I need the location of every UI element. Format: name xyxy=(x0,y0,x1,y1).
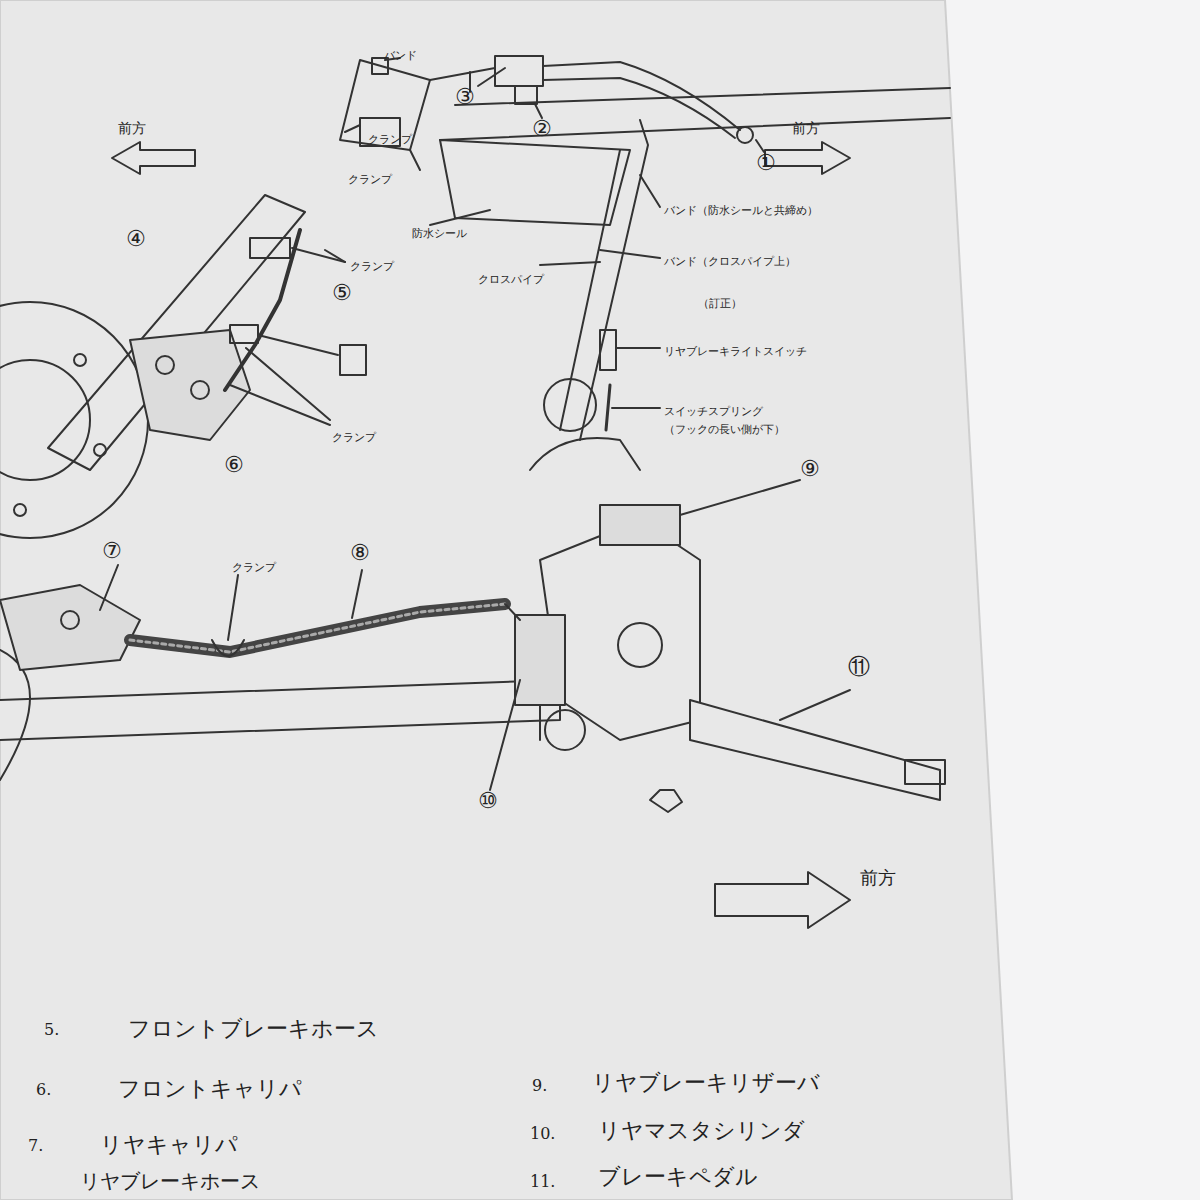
label-holder: リヤキャリパ xyxy=(100,1132,238,1157)
label-holder: クロスパイプ xyxy=(478,268,544,287)
label-holder: 前方 xyxy=(118,118,146,137)
callout-number: ④ xyxy=(126,226,146,251)
part-name: リヤキャリパ xyxy=(100,1132,238,1157)
callout-number: ⑪ xyxy=(848,654,870,679)
label-holder: リヤブレーキホース xyxy=(80,1170,260,1193)
part-name: ブレーキペダル xyxy=(598,1164,758,1189)
part-label: クランプ xyxy=(368,133,412,146)
label-holder: ⑤ xyxy=(332,280,352,305)
part-name: フロントブレーキホース xyxy=(128,1016,379,1041)
label-holder: リヤブレーキリザーバ xyxy=(592,1070,820,1095)
label-holder: バンド（防水シールと共締め） xyxy=(664,199,818,218)
callout-number: ⑦ xyxy=(102,538,122,563)
label-holder: 9. xyxy=(532,1076,547,1095)
part-label: 防水シール xyxy=(412,227,467,240)
list-number: 9. xyxy=(532,1076,547,1095)
label-holder: （フックの長い側が下） xyxy=(664,418,785,437)
label-holder: フロントキャリパ xyxy=(118,1076,302,1101)
label-holder: スイッチスプリング xyxy=(664,400,763,419)
part-label: スイッチスプリング xyxy=(664,405,763,418)
callout-number: ⑥ xyxy=(224,452,244,477)
label-holder: リヤブレーキライトスイッチ xyxy=(664,340,807,359)
callout-number: ⑩ xyxy=(478,788,498,813)
label-holder: ⑩ xyxy=(478,788,498,813)
label-holder: ⑨ xyxy=(800,456,820,481)
label-holder: 前方 xyxy=(792,118,820,137)
callout-number: ① xyxy=(756,150,776,175)
label-holder: ⑧ xyxy=(350,540,370,565)
list-number: 6. xyxy=(36,1080,51,1099)
part-name: リヤブレーキホース xyxy=(80,1169,260,1193)
label-holder: ④ xyxy=(126,226,146,251)
list-number: 10. xyxy=(530,1124,555,1143)
label-holder: 防水シール xyxy=(412,222,467,241)
label-holder: 7. xyxy=(28,1136,43,1155)
part-label: クランプ xyxy=(350,260,394,273)
part-name: リヤマスタシリンダ xyxy=(598,1118,805,1143)
label-holder: リヤマスタシリンダ xyxy=(598,1118,805,1143)
note-label: （フックの長い側が下） xyxy=(664,423,785,436)
label-holder: ⑥ xyxy=(224,452,244,477)
part-label: バンド（防水シールと共締め） xyxy=(664,204,818,217)
part-label: クロスパイプ xyxy=(478,273,544,286)
callout-number: ② xyxy=(532,116,552,141)
label-holder: クランプ xyxy=(232,556,276,575)
direction-label: 前方 xyxy=(860,867,896,888)
callout-number: ⑧ xyxy=(350,540,370,565)
label-holder: バンド xyxy=(384,44,417,63)
label-holder: クランプ xyxy=(348,168,392,187)
part-label: バンド xyxy=(384,49,417,62)
label-holder: ブレーキペダル xyxy=(598,1164,758,1189)
part-label: バンド（クロスパイプ上） xyxy=(664,255,796,268)
list-number: 11. xyxy=(530,1172,555,1191)
label-holder: 11. xyxy=(530,1172,555,1191)
label-holder: 10. xyxy=(530,1124,555,1143)
label-holder: 6. xyxy=(36,1080,51,1099)
callout-number: ⑤ xyxy=(332,280,352,305)
label-holder: ⑦ xyxy=(102,538,122,563)
part-label: クランプ xyxy=(348,173,392,186)
label-holder: クランプ xyxy=(332,426,376,445)
note-label: （訂正） xyxy=(698,297,742,310)
part-label: クランプ xyxy=(232,561,276,574)
label-holder: クランプ xyxy=(368,128,412,147)
list-number: 5. xyxy=(44,1020,59,1039)
label-holder: 前方 xyxy=(860,868,896,889)
direction-label: 前方 xyxy=(792,120,820,136)
label-holder: ⑪ xyxy=(848,654,870,679)
label-holder: ③ xyxy=(455,84,475,109)
direction-label: 前方 xyxy=(118,120,146,136)
label-holder: ② xyxy=(532,116,552,141)
label-holder: クランプ xyxy=(350,255,394,274)
label-holder: フロントブレーキホース xyxy=(128,1016,379,1041)
label-holder: バンド（クロスパイプ上） xyxy=(664,250,796,269)
label-holder: 5. xyxy=(44,1020,59,1039)
part-label: リヤブレーキライトスイッチ xyxy=(664,345,807,358)
part-label: クランプ xyxy=(332,431,376,444)
part-name: フロントキャリパ xyxy=(118,1076,302,1101)
callout-number: ③ xyxy=(455,84,475,109)
list-number: 7. xyxy=(28,1136,43,1155)
callout-number: ⑨ xyxy=(800,456,820,481)
part-name: リヤブレーキリザーバ xyxy=(592,1070,820,1095)
label-holder: （訂正） xyxy=(698,292,742,311)
label-holder: ① xyxy=(756,150,776,175)
